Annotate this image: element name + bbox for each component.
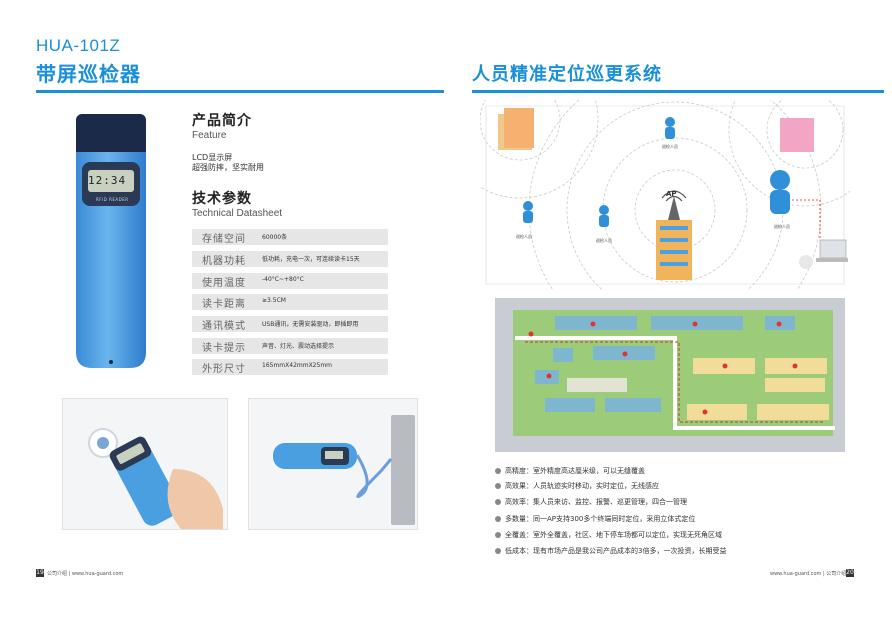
product-title: 带屏巡检器 (36, 62, 141, 86)
spec-row: 读卡提示 声音、灯光、震动选择提示 (192, 338, 388, 354)
footer-text-left: 公司介绍 | www.hua-guard.com (47, 571, 124, 577)
bullet-dot (495, 516, 501, 522)
feature-bullet: 高效果：人员轨迹实时移动，实时定位，无线感应 (495, 481, 659, 491)
spec-label: 读卡提示 (202, 343, 246, 354)
person-label: 巡检人员 (774, 224, 790, 229)
spec-label: 读卡距离 (202, 299, 246, 310)
community-site-map (495, 298, 845, 452)
spec-value: 低功耗，充电一次，可连续读卡15天 (262, 256, 360, 263)
feature-bullet: 高效率：集人员来访、监控、报警、巡更管理，四合一管理 (495, 497, 687, 507)
bullet-text: 高效果：人员轨迹实时移动，实时定位，无线感应 (505, 482, 659, 490)
spec-row: 通讯模式 USB通讯，无需安装驱动，即插即用 (192, 316, 388, 332)
spec-label: 机器功耗 (202, 256, 246, 267)
title-rule-left (36, 90, 444, 93)
bullet-text: 多数量：同一AP支持300多个终端同时定位，采用立体式定位 (505, 515, 696, 523)
bullet-dot (495, 468, 501, 474)
bullet-dot (495, 548, 501, 554)
model-number: HUA-101Z (36, 36, 121, 55)
spec-row: 机器功耗 低功耗，充电一次，可连续读卡15天 (192, 251, 388, 267)
spec-row: 使用温度 -40°C~+80°C (192, 273, 388, 289)
spec-row: 读卡距离 ≥3.5CM (192, 294, 388, 310)
hand-reading-photo (62, 398, 228, 530)
bullet-text: 全覆盖：室外全覆盖，社区、地下停车场都可以定位，实现无死角区域 (505, 531, 722, 539)
inspector-device-illustration (74, 112, 148, 370)
bullet-text: 低成本：现有市场产品是我公司产品成本的3倍多，一次投资，长期受益 (505, 547, 727, 555)
device-lcd-readout: 12:34 (88, 174, 127, 187)
intro-heading: 产品简介 (192, 113, 252, 129)
intro-subheading: Feature (192, 130, 227, 141)
tech-heading: 技术参数 (192, 191, 252, 207)
spec-label: 存储空间 (202, 234, 246, 245)
ap-label: AP (666, 190, 677, 198)
device-label: RFID READER (96, 197, 129, 202)
feature-item: LCD显示屏 (192, 153, 233, 162)
spec-row: 存储空间 60000条 (192, 229, 388, 245)
feature-item: 超强防摔，坚实耐用 (192, 163, 264, 172)
spec-value: USB通讯，无需安装驱动，即插即用 (262, 321, 359, 328)
feature-bullet: 高精度：室外精度高达厘米级，可以无缝覆盖 (495, 466, 645, 476)
system-title: 人员精准定位巡更系统 (472, 64, 662, 85)
spec-value: 165mmX42mmX25mm (262, 362, 333, 369)
spec-row: 外形尺寸 165mmX42mmX25mm (192, 359, 388, 375)
person-label: 巡检人员 (596, 238, 612, 243)
feature-bullet: 多数量：同一AP支持300多个终端同时定位，采用立体式定位 (495, 514, 695, 524)
feature-bullet: 低成本：现有市场产品是我公司产品成本的3倍多，一次投资，长期受益 (495, 546, 726, 556)
usb-connected-photo (248, 398, 418, 530)
page-number-right: 20 (846, 569, 854, 577)
spec-label: 外形尺寸 (202, 364, 246, 375)
positioning-diagram (441, 41, 882, 357)
bullet-dot (495, 532, 501, 538)
footer-text-right: www.hua-guard.com | 公司介绍 (770, 571, 847, 577)
person-label: 巡检人员 (516, 234, 532, 239)
bullet-text: 高精度：室外精度高达厘米级，可以无缝覆盖 (505, 467, 645, 475)
spec-label: 使用温度 (202, 278, 246, 289)
bullet-text: 高效率：集人员来访、监控、报警、巡更管理，四合一管理 (505, 498, 687, 506)
spec-label: 通讯模式 (202, 321, 246, 332)
bullet-dot (495, 483, 501, 489)
feature-bullet: 全覆盖：室外全覆盖，社区、地下停车场都可以定位，实现无死角区域 (495, 530, 722, 540)
spec-value: 声音、灯光、震动选择提示 (262, 343, 335, 350)
bullet-dot (495, 499, 501, 505)
person-label: 巡检人员 (662, 144, 678, 149)
spec-value: 60000条 (262, 234, 288, 241)
tech-subheading: Technical Datasheet (192, 208, 283, 219)
spec-value: ≥3.5CM (262, 297, 286, 304)
title-rule-right (472, 90, 884, 93)
spec-value: -40°C~+80°C (262, 276, 304, 283)
page-number-left: 19 (36, 569, 44, 577)
